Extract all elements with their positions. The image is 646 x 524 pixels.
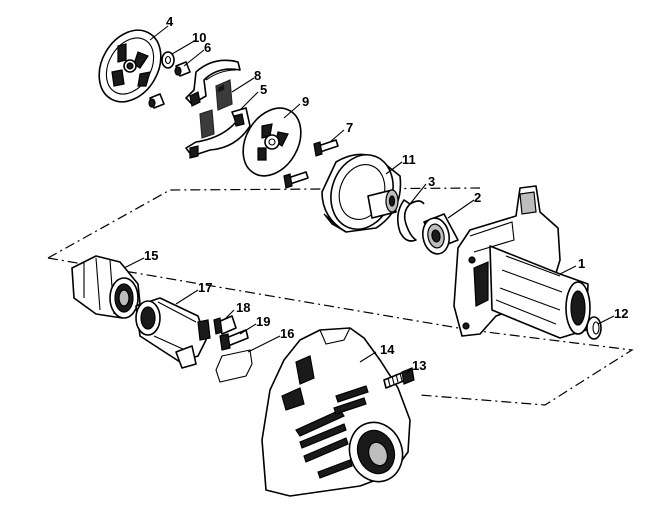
callout-12: 12 (614, 306, 628, 321)
part-12-retaining-ring (586, 316, 602, 340)
part-5-clutch-shoe-upper (185, 59, 241, 107)
callout-9: 9 (302, 94, 309, 109)
part-5-clutch-shoe-lower (185, 107, 251, 159)
callout-13: 13 (412, 358, 426, 373)
part-7-screw-lower (283, 171, 309, 189)
part-19-screw (219, 329, 249, 351)
callout-14: 14 (380, 342, 395, 357)
part-17-guide-sleeve (135, 297, 211, 369)
callout-16: 16 (280, 326, 294, 341)
callout-17: 17 (198, 280, 212, 295)
callout-1: 1 (578, 256, 585, 271)
callout-15: 15 (144, 248, 158, 263)
callout-11: 11 (402, 152, 416, 167)
part-14-gear-housing (261, 327, 411, 497)
callout-19: 19 (256, 314, 270, 329)
part-1-clutch-housing (453, 185, 591, 339)
part-8-spring-lower (199, 109, 215, 139)
callout-2: 2 (474, 190, 481, 205)
part-2-ball-bearing (422, 213, 459, 255)
part-10-washer (161, 51, 175, 69)
callout-7: 7 (346, 120, 353, 135)
callout-5: 5 (260, 82, 267, 97)
leader-lines (123, 25, 615, 375)
callout-10: 10 (192, 30, 206, 45)
part-3-circlip (396, 199, 425, 242)
spacer-sleeve (148, 93, 165, 109)
callout-3: 3 (428, 174, 435, 189)
part-13-screw (383, 367, 415, 389)
part-18-screw (213, 315, 237, 335)
callout-6: 6 (204, 40, 211, 55)
part-4-carrier-plate (98, 29, 162, 103)
callout-4: 4 (166, 14, 174, 29)
part-7-screw-upper (313, 139, 339, 157)
part-16-wire-clamp (215, 349, 253, 383)
part-8-spring-upper (215, 79, 233, 111)
part-11-clutch-drum (321, 153, 402, 233)
callout-18: 18 (236, 300, 250, 315)
part-6-bushing (174, 61, 191, 77)
callout-8: 8 (254, 68, 261, 83)
callout-labels: 4 10 6 8 5 9 7 11 3 2 1 12 15 17 18 19 1… (144, 14, 628, 373)
part-9-drive-plate (242, 107, 302, 177)
